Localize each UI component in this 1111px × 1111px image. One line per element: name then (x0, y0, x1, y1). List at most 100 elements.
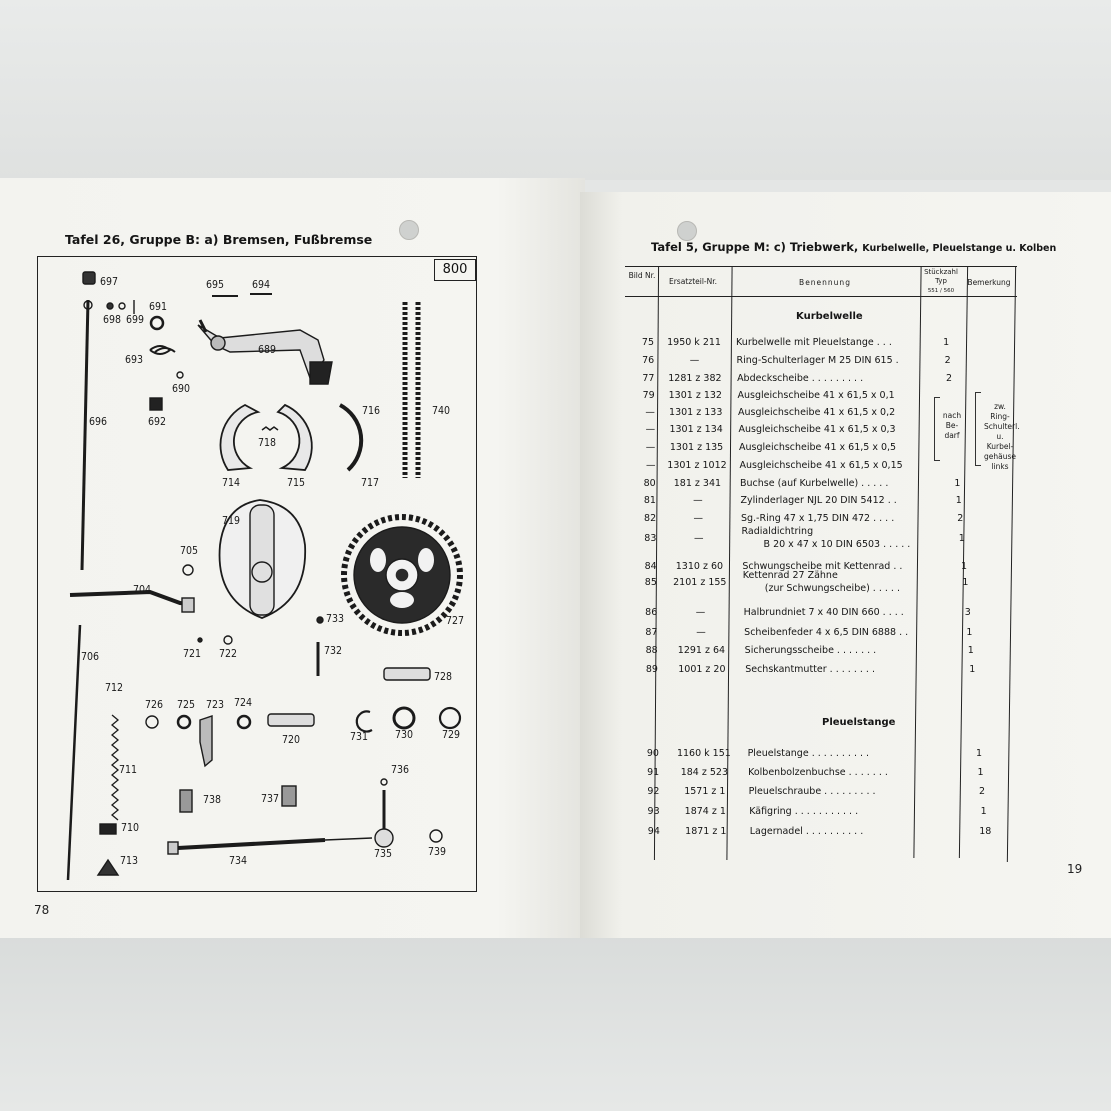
row-benennung: Radialdichtring (741, 526, 814, 537)
row-bild: 77 (642, 373, 655, 384)
row-part-number: 1281 z 382 (668, 373, 722, 384)
header-benennung: Benennung (799, 278, 851, 287)
label-714: 714 (222, 477, 241, 489)
row-part-number: — (694, 533, 704, 544)
right-title-main: Tafel 5, Gruppe M: c) Triebwerk, (651, 240, 859, 254)
background-bottom (0, 935, 1111, 1111)
row-part-number: 1301 z 133 (669, 407, 723, 418)
label-698: 698 (103, 314, 122, 326)
row-stueckzahl: 1 (943, 337, 950, 348)
label-712: 712 (105, 682, 124, 694)
label-726: 726 (145, 699, 164, 711)
row-bild: 80 (643, 478, 656, 489)
label-725: 725 (177, 699, 196, 711)
brace-left (934, 397, 940, 461)
label-733: 733 (326, 613, 345, 625)
table-top-rule (625, 266, 1017, 268)
row-benennung: Lagernadel . . . . . . . . . . (749, 826, 864, 837)
left-page-number: 78 (34, 903, 50, 917)
label-697: 697 (100, 276, 119, 288)
row-bild: 81 (643, 495, 656, 506)
label-734: 734 (229, 855, 248, 867)
label-722: 722 (219, 648, 238, 660)
row-bild: — (645, 424, 656, 435)
row-stueckzahl: 1 (977, 767, 984, 778)
label-716: 716 (362, 405, 381, 417)
row-bild: 76 (642, 355, 655, 366)
label-736: 736 (391, 764, 410, 776)
row-bild: 82 (644, 513, 657, 524)
label-731: 731 (350, 731, 369, 743)
row-benennung: Kolbenbolzenbuchse . . . . . . . (748, 767, 888, 778)
row-benennung: Ausgleichscheibe 41 x 61,5 x 0,5 (738, 442, 897, 453)
row-stueckzahl: 2 (944, 355, 951, 366)
row-stueckzahl: 2 (946, 373, 953, 384)
row-part-number: 1874 z 1 (684, 806, 726, 817)
label-724: 724 (234, 697, 253, 709)
punch-hole-right (677, 221, 697, 241)
row-benennung: Ausgleichscheibe 41 x 61,5 x 0,15 (739, 460, 903, 471)
section-kurbelwelle: Kurbelwelle (796, 311, 863, 322)
row-stueckzahl: 18 (979, 826, 992, 837)
header-bild: Bild Nr. (628, 271, 656, 280)
illustration-frame (37, 256, 477, 892)
row-benennung: Buchse (auf Kurbelwelle) . . . . . (740, 478, 889, 489)
row-part-number: 1310 z 60 (675, 561, 724, 572)
note-nach-bedarf: nach Be- darf (942, 411, 962, 440)
label-715: 715 (287, 477, 306, 489)
row-bild: 94 (647, 826, 660, 837)
row-stueckzahl: 1 (961, 561, 968, 572)
row-bild: 93 (647, 806, 660, 817)
row-part-number: 1301 z 135 (669, 442, 724, 453)
row-stueckzahl: 1 (958, 533, 965, 544)
row-bild: 88 (645, 645, 658, 656)
label-730: 730 (395, 729, 414, 741)
row-part-number: 184 z 523 (680, 767, 728, 778)
label-705: 705 (180, 545, 199, 557)
label-713: 713 (120, 855, 139, 867)
row-benennung: Ausgleichscheibe 41 x 61,5 x 0,1 (737, 390, 895, 401)
row-bild: — (646, 460, 656, 471)
row-part-number: — (693, 513, 704, 524)
row-stueckzahl: 1 (980, 806, 987, 817)
row-benennung: Kettenrad 27 Zähne (742, 570, 838, 581)
row-benennung: Schwungscheibe mit Kettenrad . . (742, 561, 903, 572)
row-part-number: 2101 z 155 (673, 577, 727, 588)
row-bild: — (645, 407, 655, 418)
label-690: 690 (172, 383, 191, 395)
label-739: 739 (428, 846, 447, 858)
row-benennung: Sicherungsscheibe . . . . . . . (744, 645, 877, 656)
brake-parts-drawing (66, 271, 463, 881)
row-benennung: Zylinderlager NJL 20 DIN 5412 . . (740, 495, 897, 506)
right-page-number: 19 (1067, 862, 1083, 876)
row-benennung-line2: B 20 x 47 x 10 DIN 6503 . . . . . (763, 539, 911, 550)
row-benennung: Ausgleichscheibe 41 x 61,5 x 0,3 (738, 424, 896, 435)
row-bild: — (645, 442, 656, 453)
row-part-number: 1160 k 151 (676, 748, 731, 759)
row-benennung: Sechskantmutter . . . . . . . . (745, 664, 875, 675)
label-694: 694 (252, 279, 271, 291)
row-part-number: 1571 z 1 (684, 786, 726, 797)
left-page-title: Tafel 26, Gruppe B: a) Bremsen, Fußbrems… (65, 232, 373, 247)
row-stueckzahl: 2 (957, 513, 964, 524)
label-723: 723 (206, 699, 225, 711)
label-706: 706 (81, 651, 100, 663)
row-stueckzahl: 2 (979, 786, 986, 797)
row-stueckzahl: 1 (969, 664, 976, 675)
row-part-number: 1950 k 211 (667, 337, 721, 348)
row-bild: 83 (644, 533, 657, 544)
label-720: 720 (282, 734, 301, 746)
row-stueckzahl: 1 (967, 645, 974, 656)
row-bild: 85 (644, 577, 657, 588)
row-part-number: 181 z 341 (673, 478, 722, 489)
row-part-number: — (689, 355, 700, 366)
label-738: 738 (203, 794, 222, 806)
row-benennung: Pleuelstange . . . . . . . . . . (747, 748, 870, 759)
row-part-number: 1301 z 1012 (667, 460, 727, 471)
background-top (0, 0, 1111, 180)
row-part-number: — (695, 607, 706, 618)
punch-hole-left (399, 220, 419, 240)
label-689: 689 (258, 344, 277, 356)
label-721: 721 (183, 648, 202, 660)
label-704: 704 (133, 584, 152, 596)
